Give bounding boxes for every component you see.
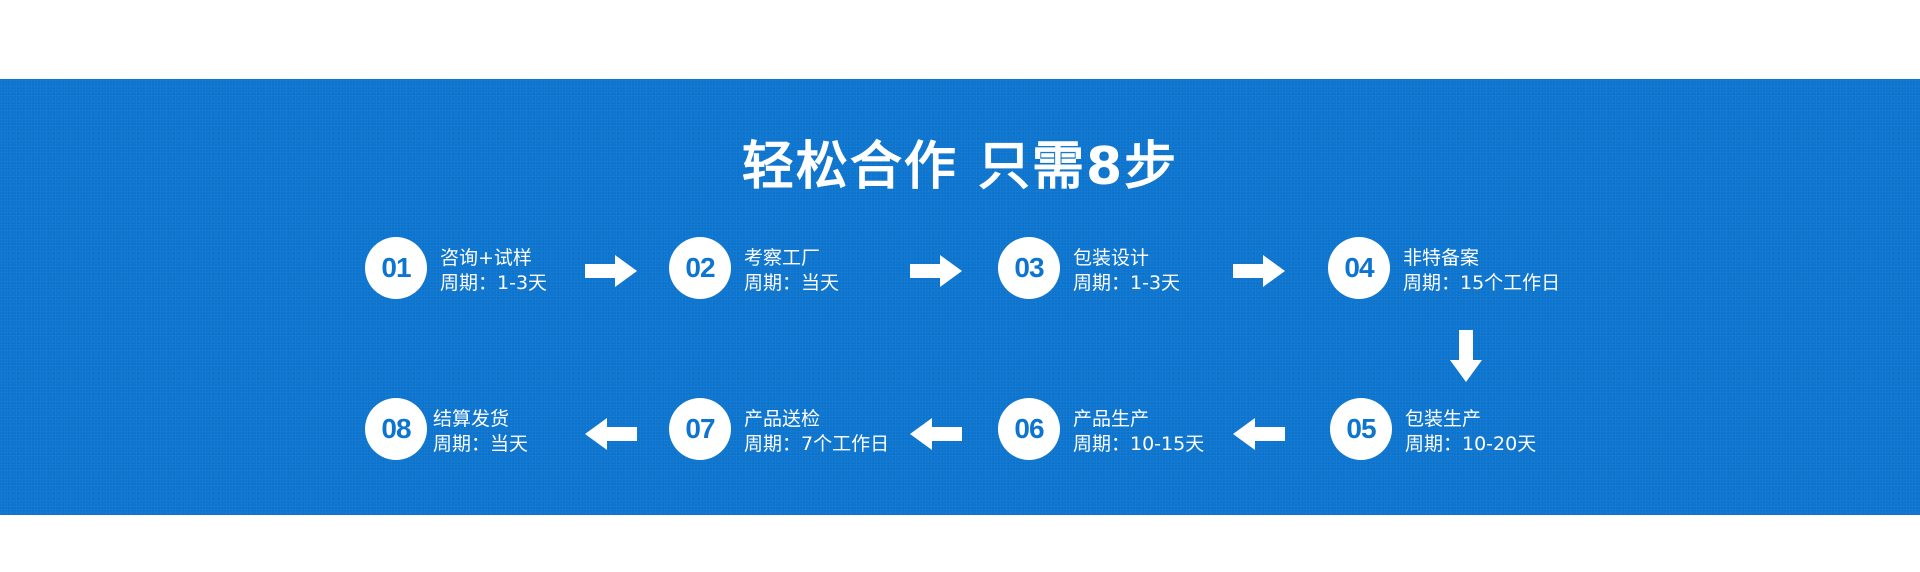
step-name: 产品生产 bbox=[1073, 408, 1150, 430]
section-title: 轻松合作 只需8步 bbox=[741, 137, 1179, 197]
step-name: 结算发货 bbox=[433, 408, 510, 430]
step-period: 周期：当天 bbox=[744, 272, 840, 294]
step-name: 产品送检 bbox=[744, 408, 821, 430]
step-02: 02 考察工厂 周期：当天 bbox=[669, 237, 899, 303]
step-number: 02 bbox=[669, 237, 731, 299]
step-number: 08 bbox=[365, 398, 427, 460]
arrow-right-icon bbox=[910, 255, 962, 287]
step-period: 周期：10-15天 bbox=[1073, 433, 1205, 455]
step-name: 非特备案 bbox=[1403, 247, 1480, 269]
step-name: 包装设计 bbox=[1073, 247, 1150, 269]
arrow-right-icon bbox=[585, 255, 637, 287]
step-period: 周期：1-3天 bbox=[1073, 272, 1181, 294]
step-04: 04 非特备案 周期：15个工作日 bbox=[1328, 237, 1598, 303]
step-period: 周期：7个工作日 bbox=[744, 433, 890, 455]
step-08: 08 结算发货 周期：当天 bbox=[365, 398, 585, 464]
arrow-left-icon bbox=[910, 418, 962, 450]
step-05: 05 包装生产 周期：10-20天 bbox=[1330, 398, 1590, 464]
step-name: 考察工厂 bbox=[744, 247, 821, 269]
step-06: 06 产品生产 周期：10-15天 bbox=[998, 398, 1228, 464]
arrow-right-icon bbox=[1233, 255, 1285, 287]
step-07: 07 产品送检 周期：7个工作日 bbox=[669, 398, 909, 464]
step-period: 周期：当天 bbox=[433, 433, 529, 455]
step-01: 01 咨询+试样 周期：1-3天 bbox=[365, 237, 595, 303]
step-period: 周期：15个工作日 bbox=[1403, 272, 1561, 294]
step-number: 05 bbox=[1330, 398, 1392, 460]
step-period: 周期：10-20天 bbox=[1405, 433, 1537, 455]
step-period: 周期：1-3天 bbox=[440, 272, 548, 294]
arrow-down-icon bbox=[1450, 330, 1482, 382]
step-name: 包装生产 bbox=[1405, 408, 1482, 430]
process-band bbox=[0, 79, 1920, 515]
step-number: 03 bbox=[998, 237, 1060, 299]
step-number: 01 bbox=[365, 237, 427, 299]
arrow-left-icon bbox=[1233, 418, 1285, 450]
arrow-left-icon bbox=[585, 418, 637, 450]
step-03: 03 包装设计 周期：1-3天 bbox=[998, 237, 1228, 303]
step-number: 04 bbox=[1328, 237, 1390, 299]
step-number: 06 bbox=[998, 398, 1060, 460]
step-number: 07 bbox=[669, 398, 731, 460]
step-name: 咨询+试样 bbox=[440, 247, 532, 269]
